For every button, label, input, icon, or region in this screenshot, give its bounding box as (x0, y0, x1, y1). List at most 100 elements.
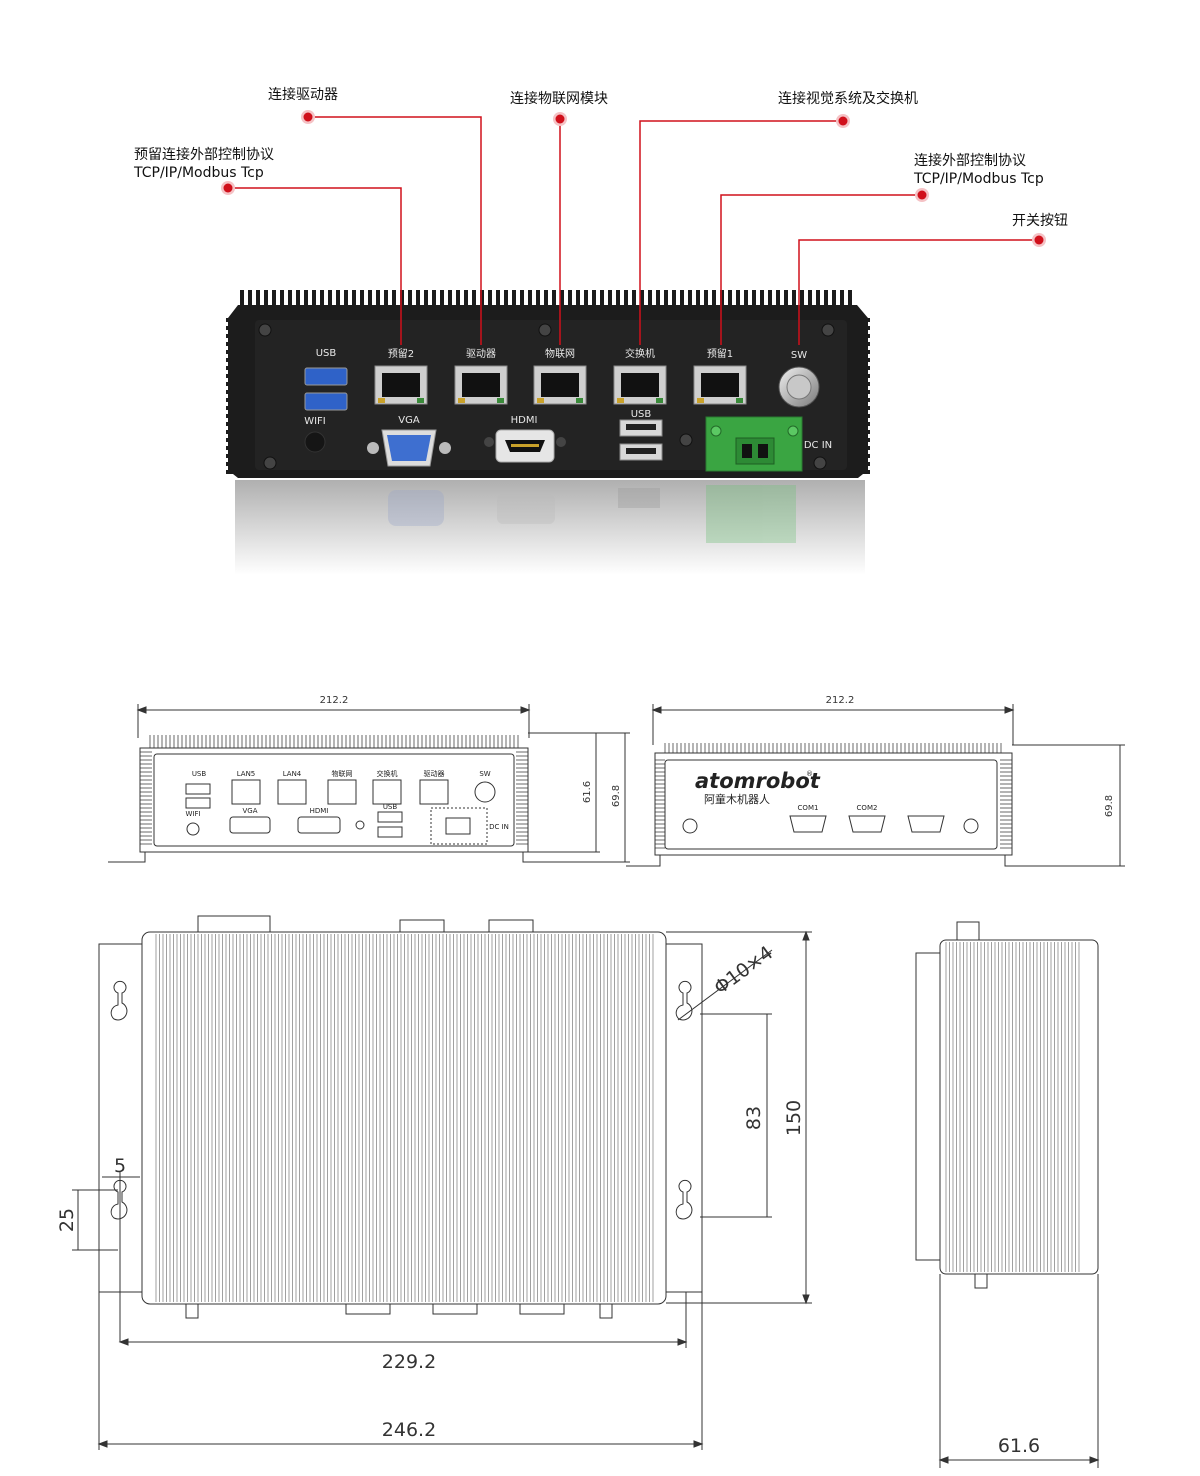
callout-ext-line1: 连接外部控制协议 (914, 152, 1026, 169)
fin (800, 290, 804, 308)
photo-label-reserved2: 预留2 (388, 347, 414, 360)
fin (600, 290, 604, 308)
fin (816, 290, 820, 308)
dim-61-6: 61.6 (998, 1435, 1040, 1457)
dim-150: 150 (783, 1100, 805, 1136)
top-body-outline (141, 931, 667, 1305)
callout-vision: 连接视觉系统及交换机 (778, 90, 918, 107)
rear-label-com1: COM1 (798, 804, 819, 812)
antenna-stub (185, 1303, 199, 1319)
com2-port-icon (848, 815, 886, 833)
arrow-icon (1004, 706, 1015, 714)
red-dot-icon (303, 112, 313, 122)
arrow-icon (520, 706, 531, 714)
front-label-driver: 驱动器 (424, 769, 445, 778)
lan-port-reserved1 (693, 365, 747, 405)
fin (368, 290, 372, 308)
fin (520, 290, 524, 308)
dim-83: 83 (743, 1106, 765, 1130)
side-fins (945, 942, 1080, 1272)
fin (304, 290, 308, 308)
fin (768, 290, 772, 308)
fin (688, 290, 692, 308)
vga-port-icon (229, 816, 271, 834)
red-dot-icon (1034, 235, 1044, 245)
fin (840, 290, 844, 308)
foot-left (626, 855, 661, 867)
callout-dots (221, 110, 1046, 247)
fin (568, 290, 572, 308)
terminal-socket (735, 437, 775, 465)
fin (648, 290, 652, 308)
fin (288, 290, 292, 308)
fin (592, 290, 596, 308)
usb3-port-icon (304, 367, 348, 386)
front-label-lan5: LAN5 (237, 770, 256, 778)
fin (720, 290, 724, 308)
fin (456, 290, 460, 308)
com3-port-icon (907, 815, 945, 833)
front-dim-69-8: 69.8 (611, 785, 622, 807)
red-dot-icon (223, 183, 233, 193)
leader-line (677, 949, 773, 1021)
screw-icon (821, 323, 835, 337)
rear-view-drawing (626, 704, 1125, 867)
fin (552, 290, 556, 308)
fin (528, 290, 532, 308)
fin (504, 290, 508, 308)
side-connector (956, 921, 980, 941)
top-connector (399, 919, 445, 933)
fin (680, 290, 684, 308)
front-dim-61-6: 61.6 (582, 781, 593, 803)
arrow-icon (802, 930, 810, 941)
fin (488, 290, 492, 308)
usb-port-icon (185, 797, 211, 809)
callout-line-power (798, 239, 1039, 345)
fin (312, 290, 316, 308)
brand-logo: atomrobot (695, 769, 821, 793)
terminal-pin (758, 444, 768, 458)
fin (512, 290, 516, 308)
front-label-lan4: LAN4 (283, 770, 302, 778)
fin (808, 290, 812, 308)
front-fins (140, 735, 528, 845)
dc-socket (445, 817, 471, 835)
fin (336, 290, 340, 308)
bottom-connector (432, 1303, 478, 1315)
lan-port-icon (277, 779, 307, 805)
usb-port-icon (185, 783, 211, 795)
photo-label-sw: SW (791, 350, 807, 361)
front-faceplate (153, 753, 515, 847)
lan-port-icon (231, 779, 261, 805)
front-label-usb2: USB (383, 803, 398, 811)
reflection-ports (388, 485, 796, 543)
fin (328, 290, 332, 308)
keyhole-icon (110, 1179, 128, 1220)
arrow-icon (677, 1338, 688, 1346)
fin (624, 290, 628, 308)
callout-line-reserved (228, 187, 402, 345)
fin (472, 290, 476, 308)
arrow-icon (802, 1294, 810, 1305)
bottom-connector (345, 1303, 391, 1315)
photo-label-iot: 物联网 (545, 347, 575, 360)
fin (480, 290, 484, 308)
dim-229-2: 229.2 (382, 1351, 436, 1373)
callout-line-ext (720, 194, 922, 345)
fin (824, 290, 828, 308)
fin (256, 290, 260, 308)
rear-outline (654, 752, 1013, 856)
wifi-antenna-icon (304, 431, 326, 453)
fin (296, 290, 300, 308)
photo-label-usb: USB (316, 348, 337, 359)
photo-label-wifi: WIFI (304, 416, 326, 427)
fin (464, 290, 468, 308)
top-fins (155, 934, 654, 1302)
lan-port-iot (533, 365, 587, 405)
usb3-port-icon (304, 392, 348, 411)
hdmi-port-icon (297, 816, 341, 834)
lan-port-icon (372, 779, 402, 805)
keyhole-icon (675, 980, 693, 1021)
